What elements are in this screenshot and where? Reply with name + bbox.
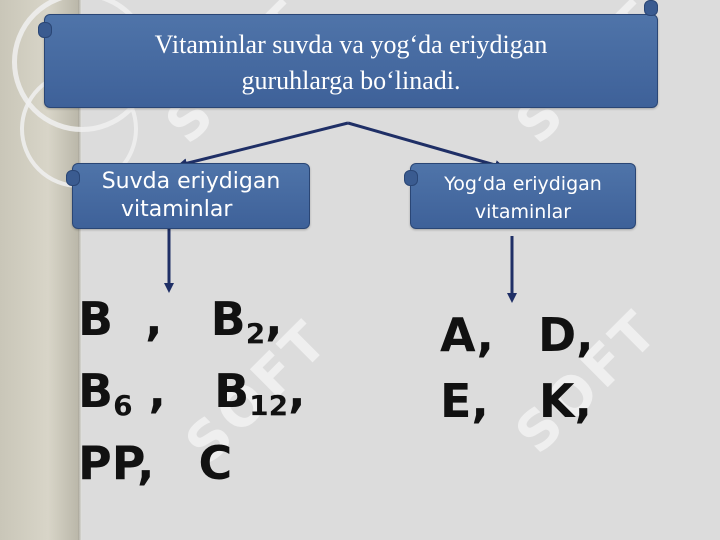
vitamin-c: C (198, 436, 233, 490)
vitamin-pp: PP, (78, 436, 155, 490)
water-soluble-banner: Suvda eriydigan vitaminlar (72, 163, 310, 229)
left-strip-edge (78, 0, 82, 540)
title-line-2: guruhlarga bo‘linadi. (241, 66, 461, 95)
vitamin-e: E, (440, 374, 489, 428)
vitamin-sub: 12 (249, 389, 289, 422)
title-line-1: Vitaminlar suvda va yog‘da eriydigan (154, 30, 548, 59)
title-banner: Vitaminlar suvda va yog‘da eriydigan gur… (44, 14, 658, 108)
banner-curl (404, 170, 418, 186)
water-soluble-line-1: Suvda eriydigan (101, 169, 281, 194)
vitamin-sub: 6 (113, 389, 133, 422)
fat-soluble-line-1: Yog‘da eriydigan (444, 173, 602, 195)
vitamin-k: K, (538, 374, 593, 428)
separator: , (132, 364, 215, 418)
vitamin-b2: B (210, 292, 246, 346)
fat-soluble-line-2: vitaminlar (474, 201, 572, 223)
water-soluble-row-3: PP,C (78, 440, 232, 486)
arrow-to-left-branch (177, 121, 349, 169)
separator: , (113, 292, 211, 346)
vitamin-sub: 2 (245, 317, 266, 350)
vitamin-b12: B (214, 364, 250, 418)
vitamin-a: A, (440, 308, 494, 362)
fat-soluble-row-2: E,K, (440, 378, 592, 424)
water-soluble-row-2: B6 , B12, (78, 368, 306, 420)
arrow-to-right-branch (347, 121, 505, 170)
banner-curl (38, 22, 52, 38)
water-soluble-row-1: B , B2, (78, 296, 283, 348)
fat-soluble-row-1: A,D, (440, 312, 594, 358)
water-soluble-line-2: vitaminlar (121, 197, 233, 222)
vitamin-b: B (78, 292, 114, 346)
fat-soluble-banner: Yog‘da eriydigan vitaminlar (410, 163, 636, 229)
vitamin-b6: B (78, 364, 114, 418)
banner-curl (66, 170, 80, 186)
separator: , (288, 364, 306, 418)
banner-curl (644, 0, 658, 16)
vitamin-d: D, (537, 308, 594, 362)
separator: , (265, 292, 283, 346)
